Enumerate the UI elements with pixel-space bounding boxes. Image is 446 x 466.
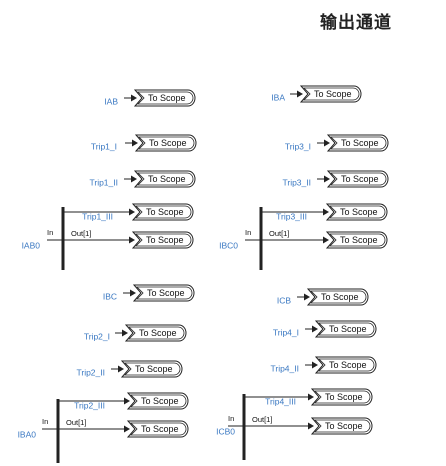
signal-arrow-trip4-ii — [305, 361, 318, 369]
signal-arrow-trip3-iii — [262, 208, 329, 216]
signal-arrow-trip2-ii — [111, 365, 124, 373]
bus-selector-bar[interactable] — [56, 399, 60, 463]
scope-label: To Scope — [148, 93, 186, 103]
bus-out-label: Out[1] — [71, 229, 91, 238]
signal-label-trip4-ii: Trip4_II — [270, 363, 299, 373]
signal-label-icb0: ICB0 — [216, 426, 235, 436]
scope-label: To Scope — [340, 207, 378, 217]
scope-label: To Scope — [146, 235, 184, 245]
to-scope-block-trip2-i[interactable]: To Scope — [124, 324, 187, 342]
to-scope-block-trip1-i[interactable]: To Scope — [134, 134, 197, 152]
signal-label-iba: IBA — [271, 92, 285, 102]
signal-label-trip3-i: Trip3_I — [285, 141, 311, 151]
signal-arrow-iab0 — [64, 236, 135, 244]
scope-label: To Scope — [325, 392, 363, 402]
scope-label: To Scope — [147, 288, 185, 298]
scope-label: To Scope — [148, 174, 186, 184]
signal-arrow-trip3-ii — [317, 175, 330, 183]
signal-arrow-trip4-iii — [245, 393, 314, 401]
scope-label: To Scope — [340, 235, 378, 245]
scope-label: To Scope — [135, 364, 173, 374]
to-scope-block-trip4-ii[interactable]: To Scope — [314, 356, 377, 374]
to-scope-block-iba[interactable]: To Scope — [299, 85, 362, 103]
to-scope-block-trip3-ii[interactable]: To Scope — [326, 170, 389, 188]
signal-label-icb: ICB — [277, 295, 292, 305]
to-scope-block-ibc[interactable]: To Scope — [132, 284, 195, 302]
scope-label: To Scope — [146, 207, 184, 217]
signal-arrow-trip1-ii — [124, 175, 137, 183]
signal-label-trip4-i: Trip4_I — [273, 327, 299, 337]
scope-label: To Scope — [141, 424, 179, 434]
to-scope-block-ibc0[interactable]: To Scope — [325, 231, 388, 249]
to-scope-block-trip4-i[interactable]: To Scope — [314, 320, 377, 338]
signal-arrow-trip4-i — [305, 325, 318, 333]
bus-in-label: In — [245, 228, 251, 237]
scope-label: To Scope — [314, 89, 352, 99]
signal-label-trip2-iii: Trip2_III — [74, 400, 105, 410]
signal-label-trip2-i: Trip2_I — [84, 331, 110, 341]
to-scope-block-trip3-iii[interactable]: To Scope — [325, 203, 388, 221]
signal-arrow-icb — [297, 293, 310, 301]
signal-arrow-trip1-i — [125, 139, 138, 147]
to-scope-block-trip1-ii[interactable]: To Scope — [133, 170, 196, 188]
scope-label: To Scope — [329, 324, 367, 334]
signal-arrow-iab — [124, 94, 137, 102]
signal-arrow-trip1-iii — [64, 208, 135, 216]
scope-label: To Scope — [341, 174, 379, 184]
to-scope-block-iab[interactable]: To Scope — [133, 89, 196, 107]
signal-label-iab: IAB — [104, 96, 118, 106]
to-scope-block-iba0[interactable]: To Scope — [126, 420, 189, 438]
scope-label: To Scope — [325, 421, 363, 431]
scope-label: To Scope — [141, 396, 179, 406]
bus-out-label: Out[1] — [66, 418, 86, 427]
signal-label-ibc: IBC — [103, 291, 117, 301]
to-scope-block-trip1-iii[interactable]: To Scope — [131, 203, 194, 221]
signal-arrow-trip2-iii — [59, 397, 130, 405]
signal-label-trip1-ii: Trip1_II — [89, 177, 118, 187]
scope-label: To Scope — [321, 292, 359, 302]
signal-label-ibc0: IBC0 — [219, 240, 238, 250]
signal-label-trip4-iii: Trip4_III — [265, 396, 296, 406]
to-scope-block-trip3-i[interactable]: To Scope — [326, 134, 389, 152]
scope-label: To Scope — [329, 360, 367, 370]
to-scope-block-trip2-ii[interactable]: To Scope — [120, 360, 183, 378]
bus-in-label: In — [47, 228, 53, 237]
signal-label-trip3-ii: Trip3_II — [282, 177, 311, 187]
signal-label-trip2-ii: Trip2_II — [76, 367, 105, 377]
bus-selector-bar[interactable] — [242, 394, 246, 460]
bus-in-label: In — [42, 417, 48, 426]
signal-label-trip1-iii: Trip1_III — [82, 211, 113, 221]
to-scope-block-icb[interactable]: To Scope — [306, 288, 369, 306]
signal-arrow-ibc0 — [262, 236, 329, 244]
signal-arrow-iba — [290, 90, 303, 98]
signal-arrow-trip2-i — [115, 329, 128, 337]
scope-label: To Scope — [149, 138, 187, 148]
signal-arrow-trip3-i — [317, 139, 330, 147]
signal-arrow-ibc — [123, 289, 136, 297]
bus-in-label: In — [228, 414, 234, 423]
page-title: 输出通道 — [320, 13, 392, 33]
signal-label-trip1-i: Trip1_I — [91, 141, 117, 151]
bus-out-label: Out[1] — [269, 229, 289, 238]
signal-arrow-icb0 — [245, 422, 314, 430]
to-scope-block-trip4-iii[interactable]: To Scope — [310, 388, 373, 406]
signal-label-trip3-iii: Trip3_III — [276, 211, 307, 221]
signal-arrow-iba0 — [59, 425, 130, 433]
bus-selector-bar[interactable] — [61, 207, 65, 270]
signal-label-iab0: IAB0 — [22, 240, 41, 250]
bus-selector-bar[interactable] — [259, 207, 263, 270]
to-scope-block-icb0[interactable]: To Scope — [310, 417, 373, 435]
to-scope-block-trip2-iii[interactable]: To Scope — [126, 392, 189, 410]
scope-label: To Scope — [341, 138, 379, 148]
scope-label: To Scope — [139, 328, 177, 338]
to-scope-block-iab0[interactable]: To Scope — [131, 231, 194, 249]
signal-label-iba0: IBA0 — [18, 429, 37, 439]
bus-out-label: Out[1] — [252, 415, 272, 424]
